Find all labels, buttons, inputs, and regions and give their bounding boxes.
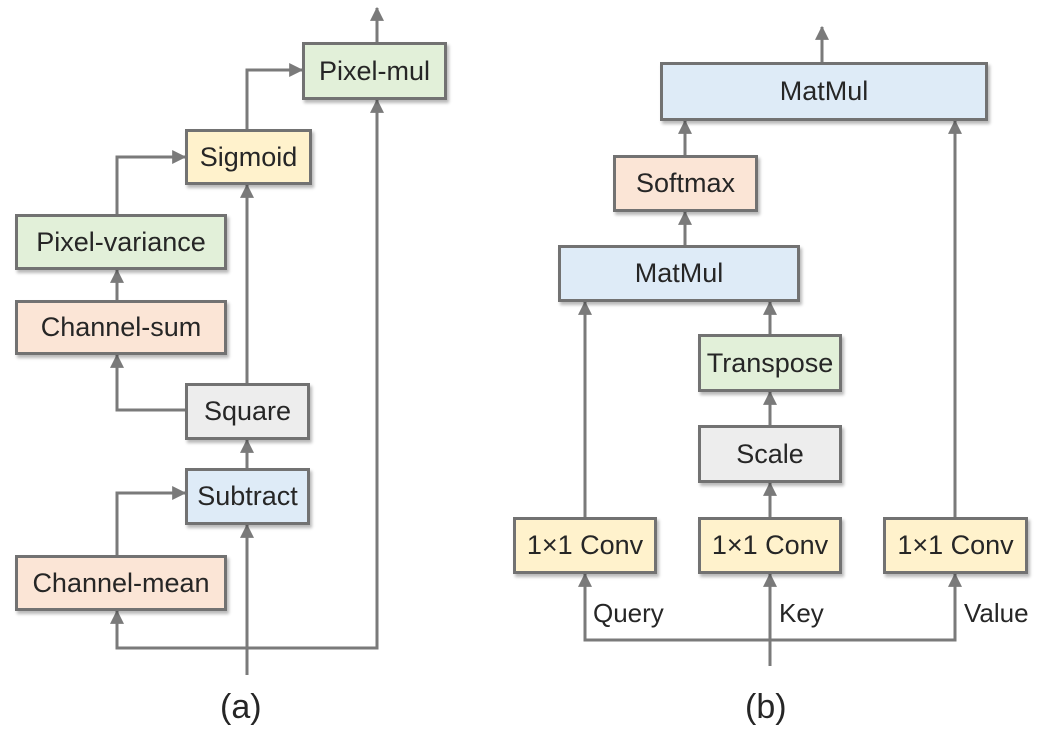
scale-box: Scale — [698, 425, 842, 483]
softmax-box: Softmax — [613, 155, 758, 212]
transpose-box: Transpose — [698, 334, 842, 392]
matmul-2-box: MatMul — [660, 62, 988, 121]
edge-channel-mean-to-subtract — [115, 486, 187, 555]
edge-sigmoid-to-pixel-mul — [245, 63, 304, 129]
conv-query-box: 1×1 Conv — [513, 517, 657, 574]
value-label: Value — [964, 598, 1029, 628]
sigmoid-box: Sigmoid — [185, 129, 312, 185]
query-label: Query — [593, 598, 664, 628]
pixel-mul-box: Pixel-mul — [302, 42, 447, 100]
panel-b-caption: (b) — [745, 688, 787, 726]
channel-sum-box: Channel-sum — [15, 300, 227, 355]
channel-mean-box: Channel-mean — [15, 555, 227, 611]
edge-square-to-channel-sum — [110, 353, 185, 412]
matmul-1-box: MatMul — [558, 245, 800, 302]
key-label: Key — [779, 598, 824, 628]
edge-input-to-pixel-mul — [247, 98, 384, 650]
subtract-box: Subtract — [185, 468, 310, 525]
pixel-variance-box: Pixel-variance — [15, 214, 227, 270]
conv-key-box: 1×1 Conv — [698, 517, 842, 574]
panel-a-caption: (a) — [220, 688, 262, 726]
square-box: Square — [185, 383, 310, 440]
conv-value-box: 1×1 Conv — [883, 517, 1028, 574]
edge-input-to-channel-mean — [110, 609, 249, 675]
edge-input-to-conv-value — [770, 572, 962, 642]
edge-pixel-variance-to-sigmoid — [115, 150, 187, 214]
